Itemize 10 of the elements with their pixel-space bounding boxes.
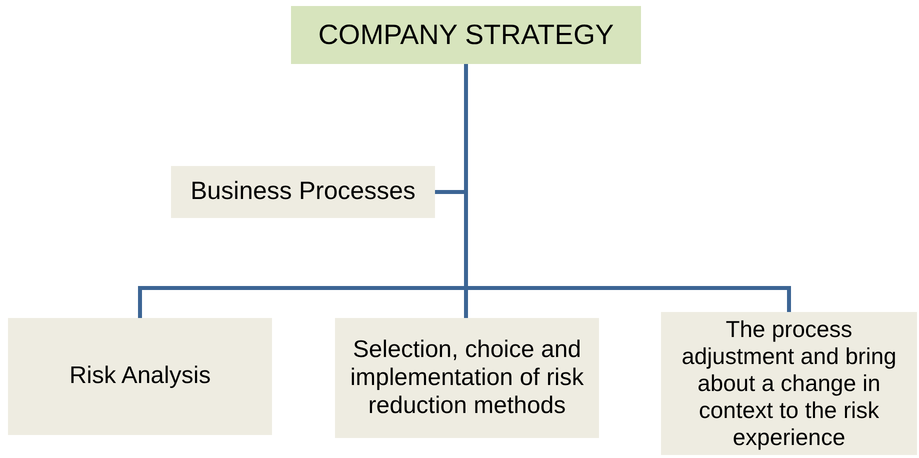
box-text: Selection, choice and implementation of risk reduction methods — [349, 336, 585, 420]
strategy-box — [291, 6, 641, 64]
box-text: Business Processes — [190, 177, 416, 207]
process-box — [335, 318, 599, 438]
box-text: COMPANY STRATEGY — [318, 18, 614, 52]
box-text: Risk Analysis — [69, 362, 211, 391]
process-box — [661, 312, 917, 455]
process-box — [8, 318, 272, 435]
process-box — [171, 166, 435, 218]
box-text: The process adjustment and bring about a change in context to the risk experience — [680, 316, 898, 452]
